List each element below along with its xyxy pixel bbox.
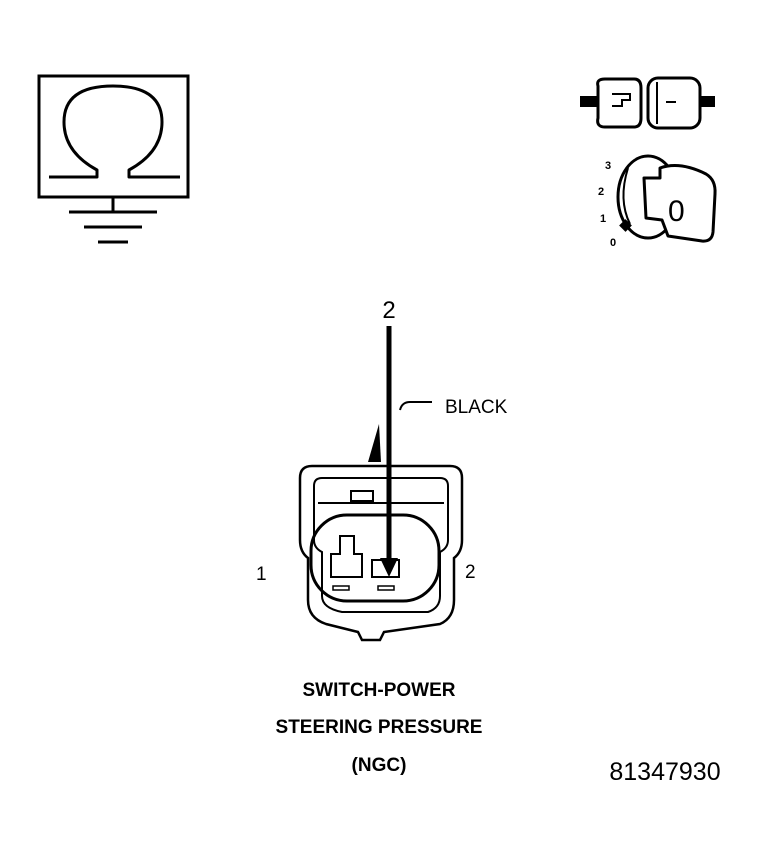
pin-1-label: 1: [256, 564, 267, 585]
pin-2-terminal: [371, 559, 400, 578]
connector-latch: [368, 424, 381, 462]
caption-line-1: SWITCH-POWER: [302, 680, 455, 701]
ignition-position-1: 1: [600, 213, 606, 225]
probe-arrow: 2: [380, 297, 398, 577]
ohmmeter-icon: [37, 74, 190, 244]
pin-2-label: 2: [465, 562, 476, 583]
key-position-label: 0: [668, 195, 685, 228]
connector-face: 1 2: [256, 424, 476, 642]
caption-line-2: STEERING PRESSURE: [276, 717, 483, 738]
figure-id: 81347930: [609, 758, 720, 786]
component-caption: SWITCH-POWER STEERING PRESSURE (NGC): [276, 680, 483, 776]
wire-color-label: BLACK: [445, 397, 508, 418]
wire-color-callout: BLACK: [399, 397, 508, 418]
caption-line-3: (NGC): [352, 755, 407, 776]
ignition-switch-icon: 3 2 1 0 0: [598, 154, 717, 249]
ignition-position-3: 3: [605, 160, 611, 172]
probe-pin-number: 2: [382, 297, 395, 324]
pin-1-terminal: [330, 535, 363, 578]
disconnected-connector-icon: [580, 76, 715, 130]
ignition-position-2: 2: [598, 186, 604, 198]
ignition-position-0: 0: [610, 237, 616, 249]
